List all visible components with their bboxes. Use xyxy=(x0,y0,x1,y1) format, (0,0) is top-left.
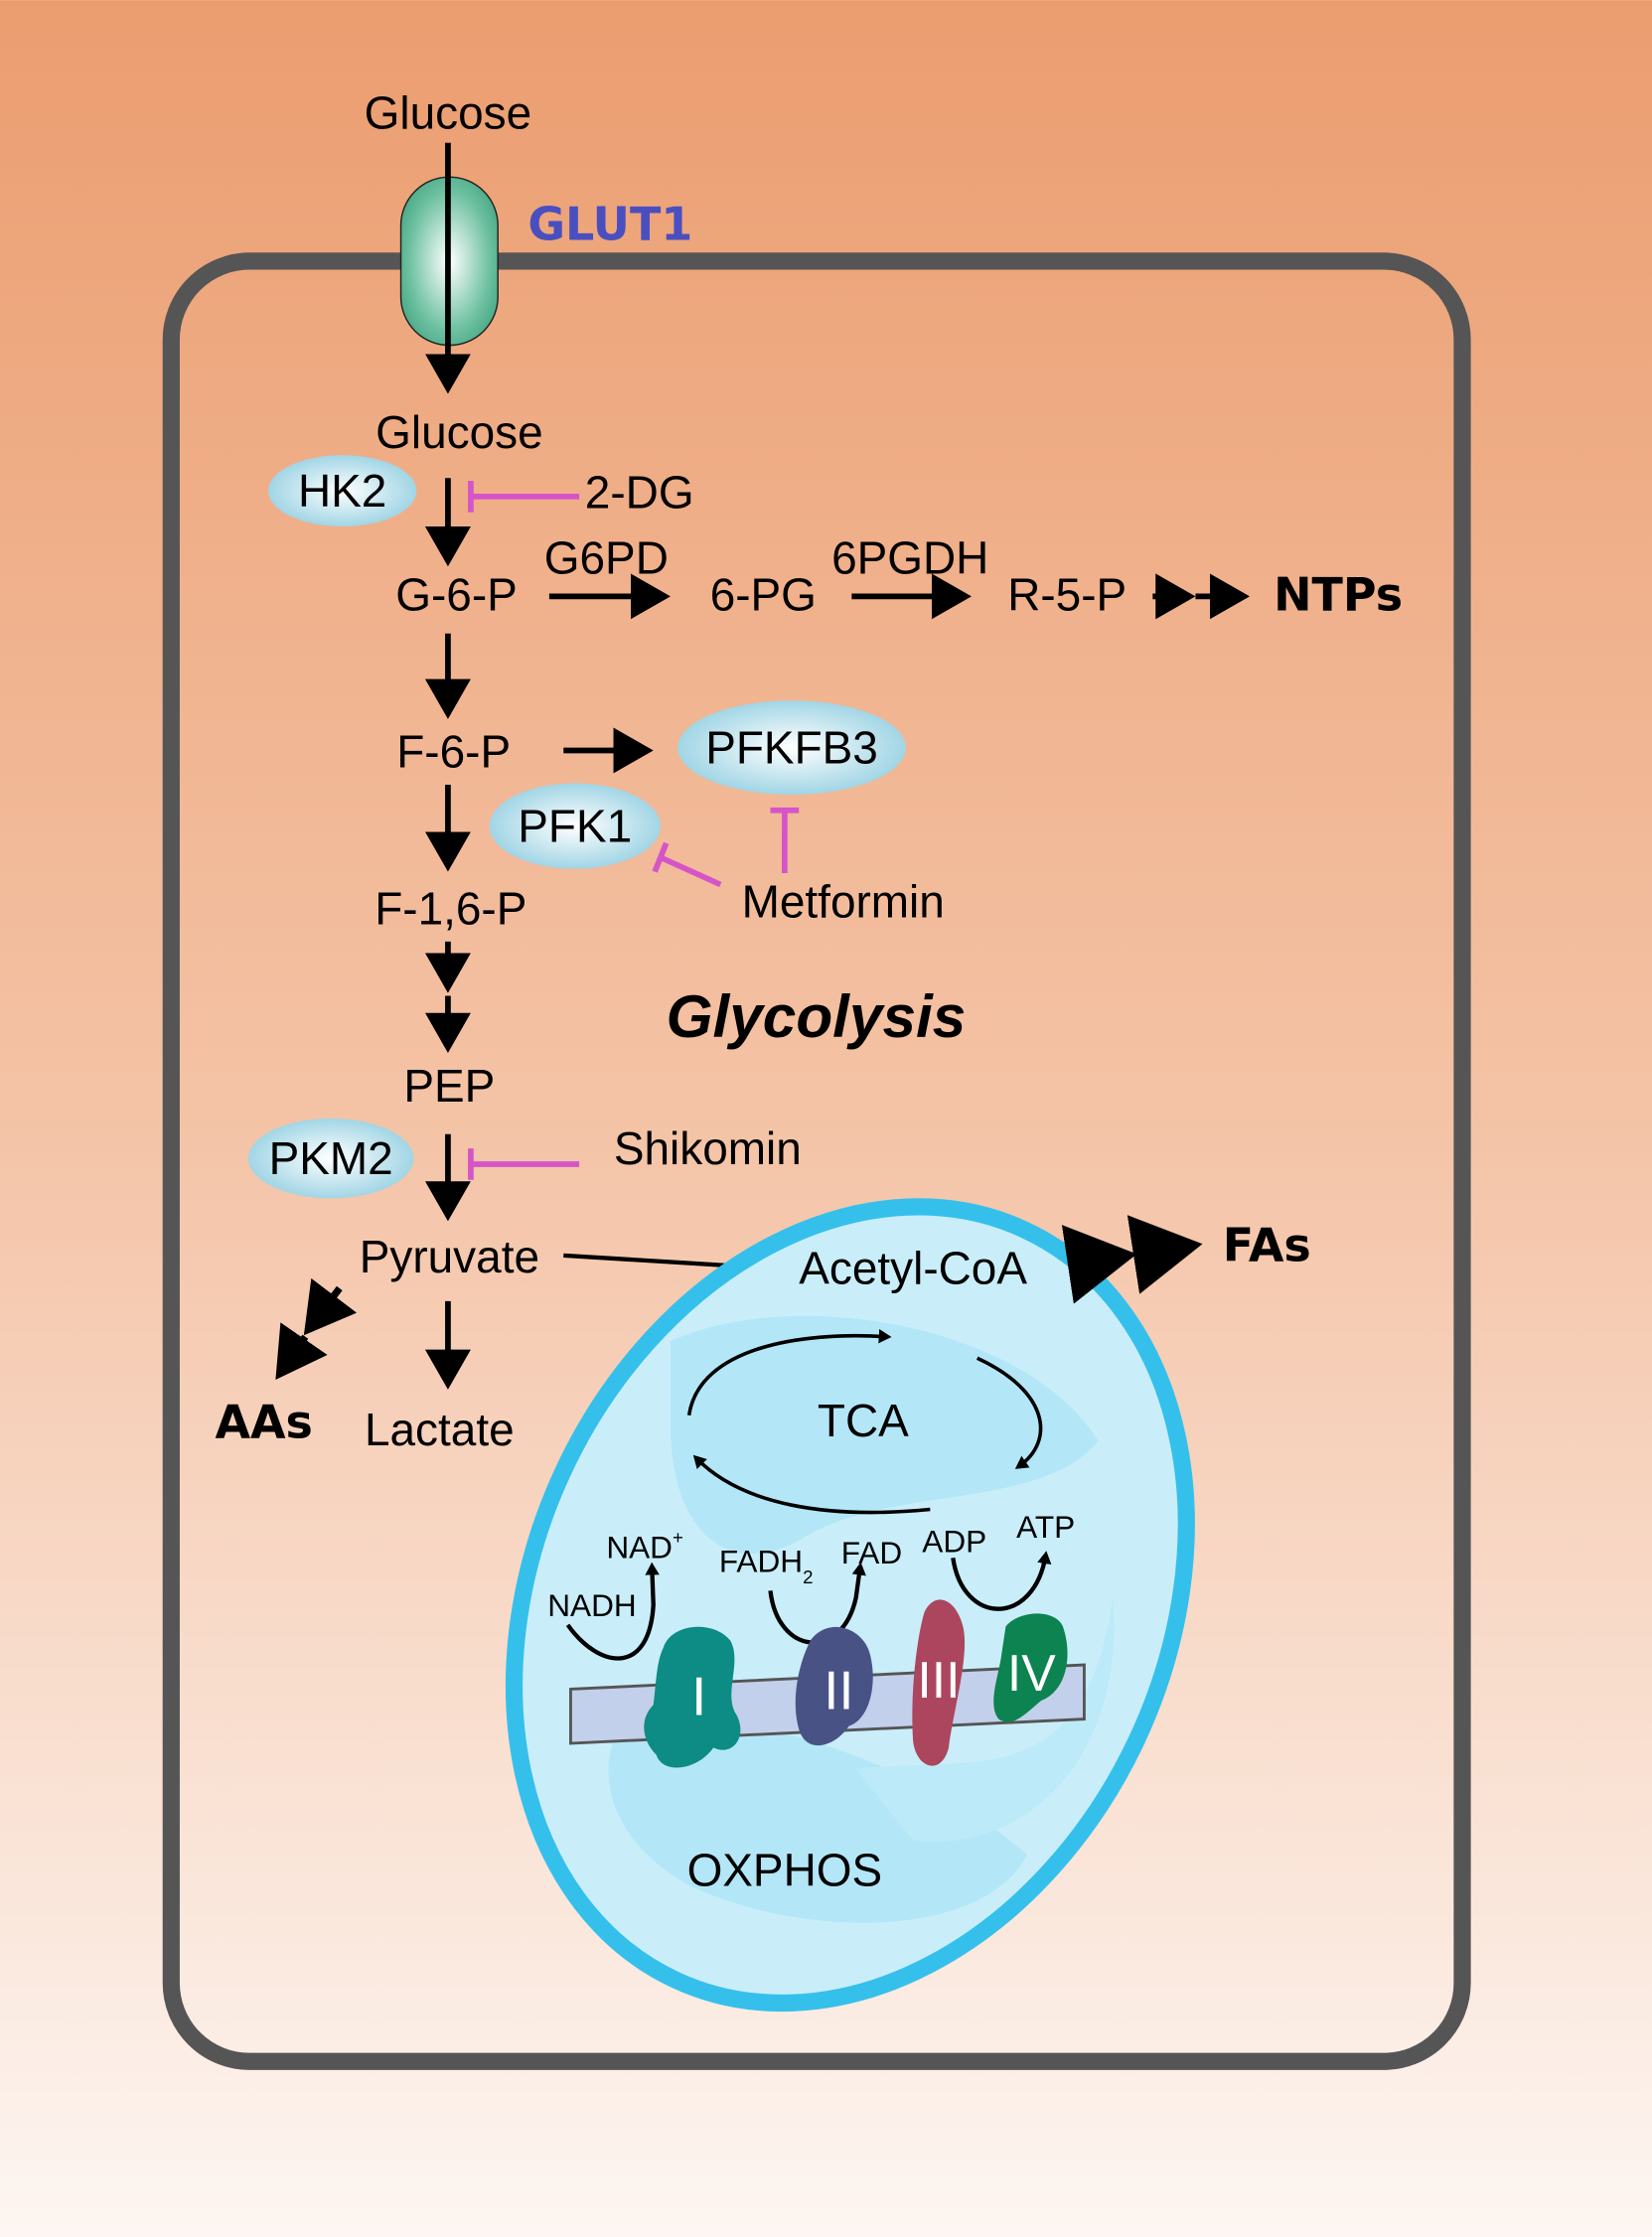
complex-i xyxy=(644,1626,741,1768)
fadh2-label: FADH2 xyxy=(719,1544,814,1587)
complex-iv-label: IV xyxy=(1007,1644,1056,1702)
g6p-label: G-6-P xyxy=(395,569,518,621)
pyruvate-label: Pyruvate xyxy=(360,1231,539,1282)
tca-label: TCA xyxy=(818,1395,909,1446)
r5p-label: R-5-P xyxy=(1007,569,1126,621)
pkm2-enzyme xyxy=(247,1118,414,1199)
6pgdh-label: 6PGDH xyxy=(831,531,988,583)
inhibit-metformin-pfk1 xyxy=(652,841,722,888)
glut1-label: GLUT1 xyxy=(527,197,692,250)
complex-ii xyxy=(795,1626,873,1746)
acetylcoa-label: Acetyl-CoA xyxy=(799,1243,1027,1294)
nadh-label: NADH xyxy=(547,1587,636,1623)
pfkfb3-enzyme xyxy=(677,700,906,796)
complex-iv xyxy=(993,1613,1068,1722)
2dg-label: 2-DG xyxy=(585,466,694,518)
nad-superscript: + xyxy=(673,1527,683,1548)
mitochondrion xyxy=(505,1198,1195,2013)
pep-label: PEP xyxy=(403,1060,495,1112)
fadh-text: FADH xyxy=(719,1544,803,1579)
complex-ii-label: II xyxy=(824,1661,853,1721)
complex-iii-label: III xyxy=(917,1651,960,1709)
hk2-enzyme xyxy=(267,455,417,527)
fadh-subscript: 2 xyxy=(803,1566,813,1587)
glycolysis-title: Glycolysis xyxy=(667,982,967,1050)
pfkfb3-label: PFKFB3 xyxy=(705,721,878,773)
pkm2-label: PKM2 xyxy=(269,1132,393,1184)
6pg-label: 6-PG xyxy=(710,569,817,621)
pfk1-enzyme xyxy=(489,783,661,869)
f16p-label: F-1,6-P xyxy=(375,883,526,935)
metformin-label: Metformin xyxy=(742,876,945,928)
shikomin-label: Shikomin xyxy=(614,1122,802,1174)
inhibit-metformin-pfkfb3 xyxy=(770,807,800,873)
fad-label: FAD xyxy=(841,1535,902,1570)
oxphos-label: OXPHOS xyxy=(687,1845,883,1896)
atp-label: ATP xyxy=(1016,1509,1075,1545)
glucose-outside: Glucose xyxy=(365,86,532,138)
nad-text: NAD xyxy=(606,1529,673,1565)
hk2-label: HK2 xyxy=(298,465,386,517)
tca-cycle-arrows xyxy=(686,1329,1043,1515)
lactate-label: Lactate xyxy=(365,1404,515,1455)
glucose-inside: Glucose xyxy=(375,406,543,458)
arrow-acetylcoa-fas-1 xyxy=(1061,1225,1137,1304)
pfk1-label: PFK1 xyxy=(518,800,632,851)
arrow-acetylcoa-fas-2 xyxy=(1126,1215,1203,1294)
g6pd-label: G6PD xyxy=(544,531,669,583)
complex-i-label: I xyxy=(691,1666,706,1726)
complex-iii xyxy=(912,1599,966,1766)
cell-membrane xyxy=(162,252,1471,2070)
adp-label: ADP xyxy=(922,1524,986,1560)
nad-label: NAD+ xyxy=(606,1527,683,1565)
arrow-pyruvate-aas-2 xyxy=(275,1322,328,1380)
ntps-label: NTPs xyxy=(1274,568,1403,622)
fas-label: FAs xyxy=(1223,1219,1311,1272)
inhibit-2dg xyxy=(468,481,580,513)
aas-label: AAs xyxy=(215,1396,312,1449)
f6p-label: F-6-P xyxy=(396,726,511,778)
inhibit-shikomin xyxy=(468,1148,580,1180)
